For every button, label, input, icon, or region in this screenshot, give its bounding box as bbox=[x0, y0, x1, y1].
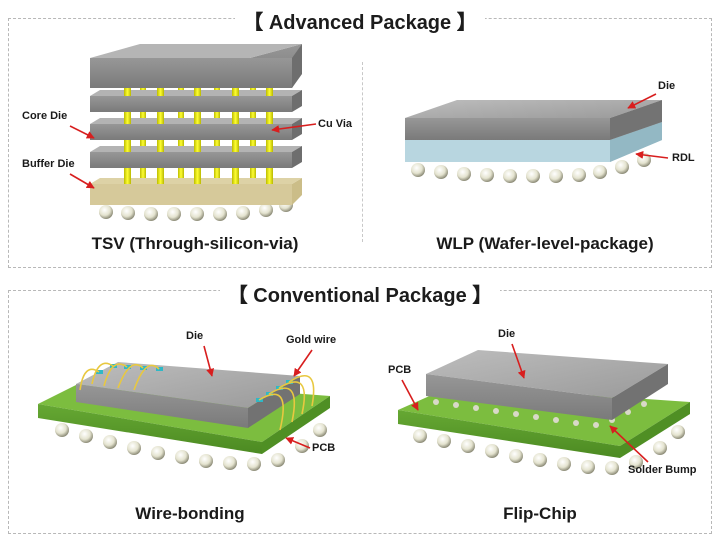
gold-wires bbox=[79, 362, 315, 431]
flip-chip-diagram bbox=[398, 343, 690, 475]
buffer-die-pointer bbox=[69, 173, 95, 189]
wire-bonding-caption: Wire-bonding bbox=[135, 504, 245, 523]
wb-die-pointer bbox=[203, 345, 215, 377]
advanced-package-title: 【 Advanced Package 】 bbox=[0, 6, 720, 35]
wb-die-label: Die bbox=[186, 330, 204, 342]
tsv-caption: TSV (Through-silicon-via) bbox=[91, 234, 299, 253]
gold-wire-pointer bbox=[293, 349, 313, 377]
fc-pcb-pointer bbox=[401, 379, 419, 411]
wlp-die-label: Die bbox=[658, 80, 676, 92]
wire-bonding-diagram bbox=[38, 345, 330, 471]
rdl-label: RDL bbox=[672, 152, 695, 164]
fc-solder-balls bbox=[413, 425, 685, 475]
solder-bump-label: Solder Bump bbox=[628, 464, 697, 476]
core-die-label: Core Die bbox=[22, 110, 68, 122]
tsv-diagram bbox=[69, 44, 317, 221]
rdl-pointer bbox=[635, 150, 669, 159]
fc-pcb-label: PCB bbox=[388, 364, 412, 376]
buffer-die-label: Buffer Die bbox=[22, 158, 75, 170]
cu-via-pointer bbox=[271, 123, 317, 133]
wb-pcb-pointer bbox=[285, 437, 311, 449]
fc-die-pointer bbox=[511, 343, 526, 379]
wb-die bbox=[76, 362, 300, 408]
tsv-solder-balls bbox=[99, 198, 293, 221]
wlp-diagram bbox=[405, 93, 669, 183]
core-die-pointer bbox=[69, 125, 95, 139]
conventional-package-title: 【 Conventional Package 】 bbox=[0, 279, 720, 308]
fc-die-label: Die bbox=[498, 328, 516, 340]
advanced-panel-divider bbox=[362, 62, 363, 242]
cu-via-label: Cu Via bbox=[318, 118, 353, 130]
wb-solder-balls bbox=[55, 423, 327, 471]
solder-bump-pointer bbox=[609, 425, 649, 463]
wb-pcb-label: PCB bbox=[312, 442, 336, 454]
flip-chip-caption: Flip-Chip bbox=[503, 504, 577, 523]
gold-wire-label: Gold wire bbox=[286, 334, 337, 346]
wlp-caption: WLP (Wafer-level-package) bbox=[436, 234, 654, 253]
tsv-core-dies bbox=[90, 44, 302, 168]
tsv-via-stubs bbox=[124, 88, 273, 184]
wlp-die-pointer bbox=[627, 93, 657, 109]
fc-die bbox=[426, 350, 668, 398]
wlp-die bbox=[405, 100, 662, 118]
